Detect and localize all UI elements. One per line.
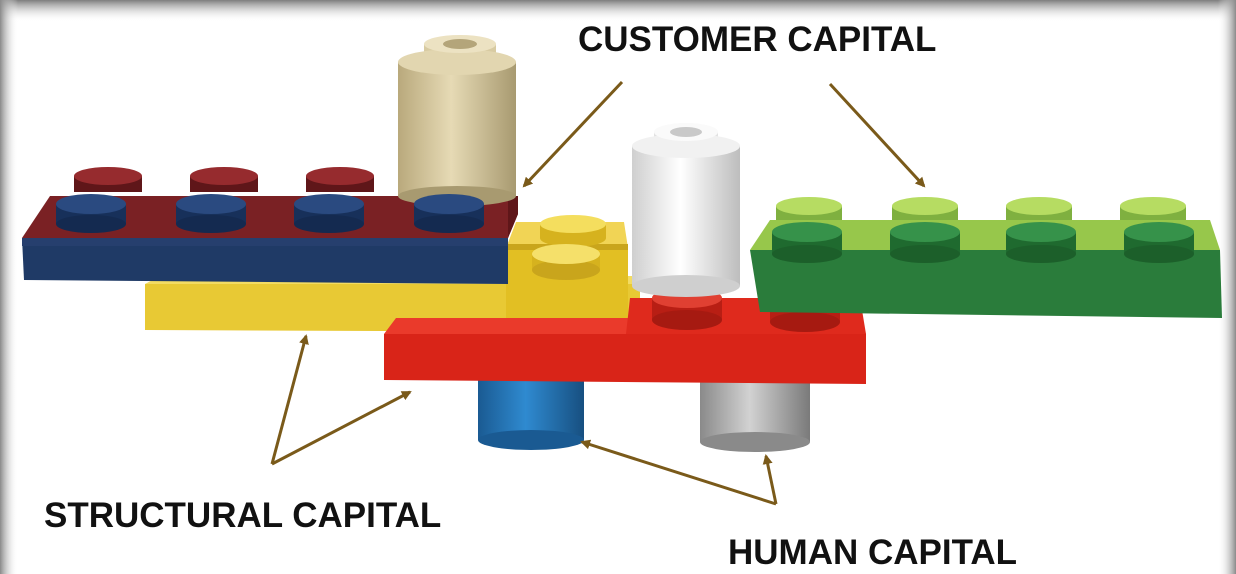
- white-cylinder: [632, 123, 740, 297]
- arrow-structural-up: [270, 334, 309, 465]
- label-human-capital: HUMAN CAPITAL: [728, 533, 1018, 572]
- green-plate: [750, 220, 1222, 318]
- dark-red-studs: [74, 167, 374, 192]
- frame-right: [1218, 0, 1236, 574]
- arrow-customer-right: [828, 82, 926, 188]
- label-structural-capital: STRUCTURAL CAPITAL: [44, 496, 442, 535]
- arrow-icon: [270, 80, 926, 506]
- navy-studs: [56, 194, 484, 233]
- gray-cylinder: [700, 376, 810, 452]
- arrow-customer-left: [522, 80, 624, 188]
- navy-plate: [22, 196, 518, 284]
- yellow-studs: [532, 215, 606, 280]
- blue-cylinder: [478, 378, 584, 450]
- tan-cylinder: [398, 35, 516, 206]
- label-customer-capital: CUSTOMER CAPITAL: [578, 20, 937, 59]
- arrow-structural-right: [271, 390, 412, 466]
- green-studs: [772, 222, 1194, 263]
- frame-left: [0, 0, 18, 574]
- arrow-human-right: [762, 454, 778, 505]
- light-green-studs: [776, 197, 1186, 220]
- frame-top: [0, 0, 1236, 22]
- arrow-human-left: [580, 439, 777, 506]
